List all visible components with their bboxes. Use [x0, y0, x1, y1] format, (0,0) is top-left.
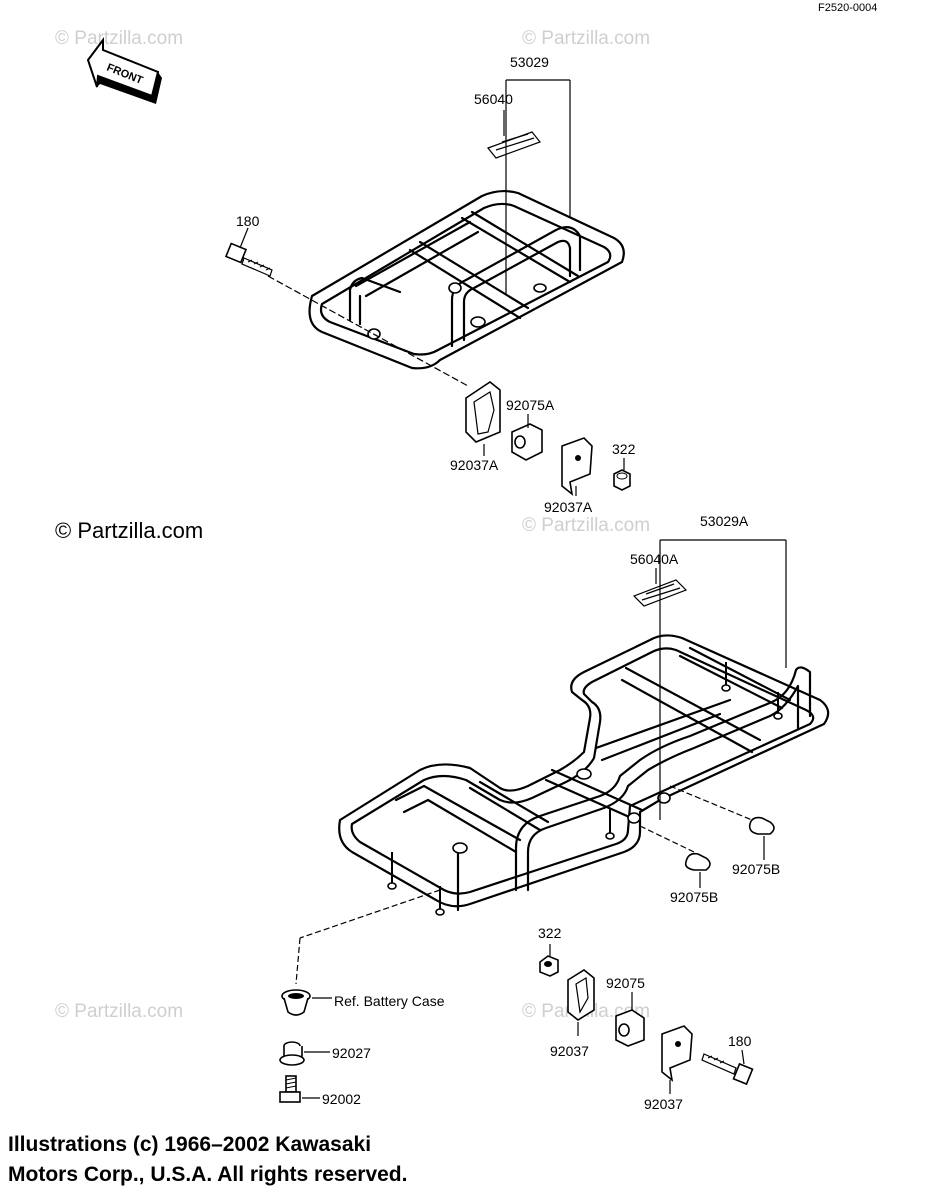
- label-56040A: 56040A: [630, 551, 679, 567]
- label-92027: 92027: [332, 1045, 371, 1061]
- front-carrier-rack: [308, 189, 625, 370]
- front-arrow-icon: FRONT: [86, 37, 162, 104]
- copyright-notice: Illustrations (c) 1966–2002 Kawasaki Mot…: [8, 1130, 407, 1190]
- label-battery-case: Ref. Battery Case: [334, 993, 445, 1009]
- nut-322-top: [613, 469, 631, 491]
- label-92002: 92002: [322, 1091, 361, 1107]
- bolt-92002: [279, 1075, 301, 1103]
- collar-92027: [279, 1041, 305, 1066]
- label-92075B-right: 92075B: [732, 861, 780, 877]
- grommet-92075B-left: [684, 852, 711, 871]
- diagram-code: F2520-0004: [818, 2, 877, 14]
- label-92037-left: 92037: [550, 1043, 589, 1059]
- copyright-line-2: Motors Corp., U.S.A. All rights reserved…: [8, 1163, 408, 1186]
- clamp-92037A-right: [561, 437, 593, 496]
- label-180-top: 180: [236, 213, 260, 229]
- label-92075B-left: 92075B: [670, 889, 718, 905]
- watermark-1: © Partzilla.com: [55, 28, 183, 49]
- grommet-92075B-right: [748, 816, 775, 835]
- label-53029A: 53029A: [700, 513, 749, 529]
- decal-56040: [487, 131, 541, 159]
- label-322-bottom: 322: [538, 925, 562, 941]
- label-92037-right: 92037: [644, 1096, 683, 1112]
- bolt-180-top: [224, 242, 273, 277]
- copyright-line-1: Illustrations (c) 1966–2002 Kawasaki: [8, 1133, 372, 1156]
- clamp-92037A-left: [465, 381, 501, 443]
- label-92037A-right: 92037A: [544, 499, 593, 515]
- label-92037A-left: 92037A: [450, 457, 499, 473]
- watermark-4: © Partzilla.com: [55, 1001, 183, 1022]
- label-56040: 56040: [474, 91, 513, 107]
- label-322-top: 322: [612, 441, 636, 457]
- battery-case-grommet: [281, 989, 311, 1016]
- nut-322-bottom: [539, 955, 559, 977]
- watermark-main: © Partzilla.com: [55, 518, 203, 543]
- label-92075: 92075: [606, 975, 645, 991]
- bolt-180-bottom: [701, 1053, 754, 1086]
- label-53029: 53029: [510, 54, 549, 70]
- clamp-92037-right: [661, 1025, 693, 1082]
- watermark-3: © Partzilla.com: [522, 515, 650, 536]
- label-180-bottom: 180: [728, 1033, 752, 1049]
- watermark-2: © Partzilla.com: [522, 28, 650, 49]
- label-92075A: 92075A: [506, 397, 555, 413]
- collar-92075A: [511, 423, 543, 461]
- collar-92075: [615, 1009, 645, 1047]
- clamp-92037-left: [567, 969, 595, 1021]
